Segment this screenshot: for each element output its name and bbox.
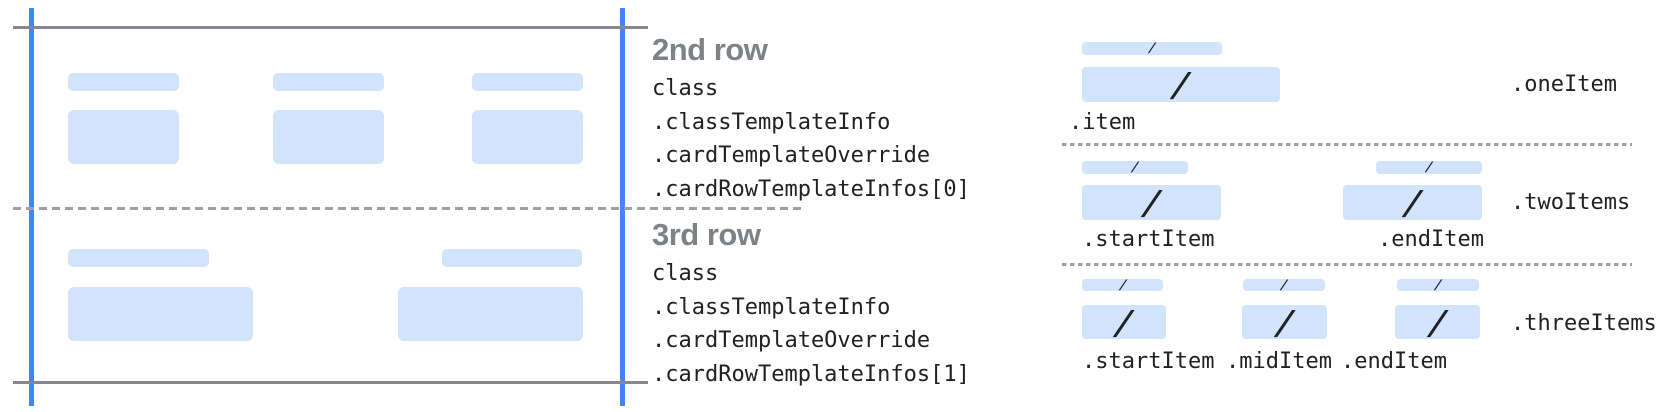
item-label-bar: / xyxy=(1397,277,1479,293)
item-label-bar: / xyxy=(1376,160,1482,175)
row-type-label: .threeItems xyxy=(1511,311,1657,336)
placeholder-content-bar xyxy=(398,287,583,341)
slash-placeholder-icon: / xyxy=(1398,183,1427,222)
placeholder-content-bar xyxy=(273,110,384,164)
field-path-block: class .classTemplateInfo .cardTemplateOv… xyxy=(652,257,970,391)
item-value-bar: / xyxy=(1395,302,1480,342)
slash-placeholder-icon: / xyxy=(1109,302,1139,342)
item-field-label: .item xyxy=(1069,110,1136,135)
placeholder-content-bar xyxy=(472,110,583,164)
item-label-bar: / xyxy=(1082,41,1222,56)
placeholder-label-bar xyxy=(442,249,582,267)
item-field-label: .midItem xyxy=(1226,349,1332,374)
item-field-label: .endItem xyxy=(1341,349,1447,374)
slash-placeholder-icon: / xyxy=(1278,277,1290,293)
placeholder-content-bar xyxy=(68,287,253,341)
item-field-label: .startItem xyxy=(1082,349,1215,374)
item-label-bar: / xyxy=(1243,277,1325,293)
code-line: class xyxy=(652,76,719,101)
placeholder-label-bar xyxy=(68,73,179,91)
placeholder-label-bar xyxy=(68,249,209,267)
code-line: .cardRowTemplateInfos[1] xyxy=(652,361,970,387)
field-path-block: class .classTemplateInfo .cardTemplateOv… xyxy=(652,72,970,206)
slash-placeholder-icon: / xyxy=(1423,160,1435,175)
placeholder-label-bar xyxy=(273,73,384,91)
placeholder-content-bar xyxy=(68,110,179,164)
legend-divider-dashed xyxy=(1062,143,1632,146)
legend-divider-dashed xyxy=(1062,263,1632,266)
item-value-bar: / xyxy=(1343,183,1482,222)
row-heading: 3rd row xyxy=(652,217,761,252)
item-field-label: .endItem xyxy=(1378,227,1484,252)
slash-placeholder-icon: / xyxy=(1116,277,1129,293)
code-line: .classTemplateInfo xyxy=(652,294,891,320)
slash-placeholder-icon: / xyxy=(1137,183,1166,222)
item-value-bar: / xyxy=(1242,302,1327,342)
slash-placeholder-icon: / xyxy=(1270,302,1299,342)
item-value-bar: / xyxy=(1082,302,1166,342)
slash-placeholder-icon: / xyxy=(1432,277,1444,293)
item-label-bar: / xyxy=(1082,277,1163,293)
placeholder-label-bar xyxy=(472,73,583,91)
row-type-label: .twoItems xyxy=(1511,190,1631,215)
code-line: .cardTemplateOverride xyxy=(652,143,931,168)
item-label-bar: / xyxy=(1082,160,1188,175)
slash-placeholder-icon: / xyxy=(1146,41,1158,56)
code-line: .cardRowTemplateInfos[0] xyxy=(652,176,970,202)
slash-placeholder-icon: / xyxy=(1166,65,1196,104)
row-type-label: .oneItem xyxy=(1511,72,1617,97)
slash-placeholder-icon: / xyxy=(1129,160,1141,175)
code-line: .classTemplateInfo xyxy=(652,109,891,135)
row-heading: 2nd row xyxy=(652,32,768,67)
item-field-label: .startItem xyxy=(1082,227,1215,252)
card-bottom-border xyxy=(13,381,648,384)
item-value-bar: / xyxy=(1082,183,1221,222)
code-line: class xyxy=(652,261,719,286)
card-row-divider-dashed xyxy=(13,207,803,210)
card-top-border xyxy=(13,26,648,29)
code-line: .cardTemplateOverride xyxy=(652,328,931,353)
slash-placeholder-icon: / xyxy=(1423,302,1452,342)
item-value-bar: / xyxy=(1082,65,1280,104)
